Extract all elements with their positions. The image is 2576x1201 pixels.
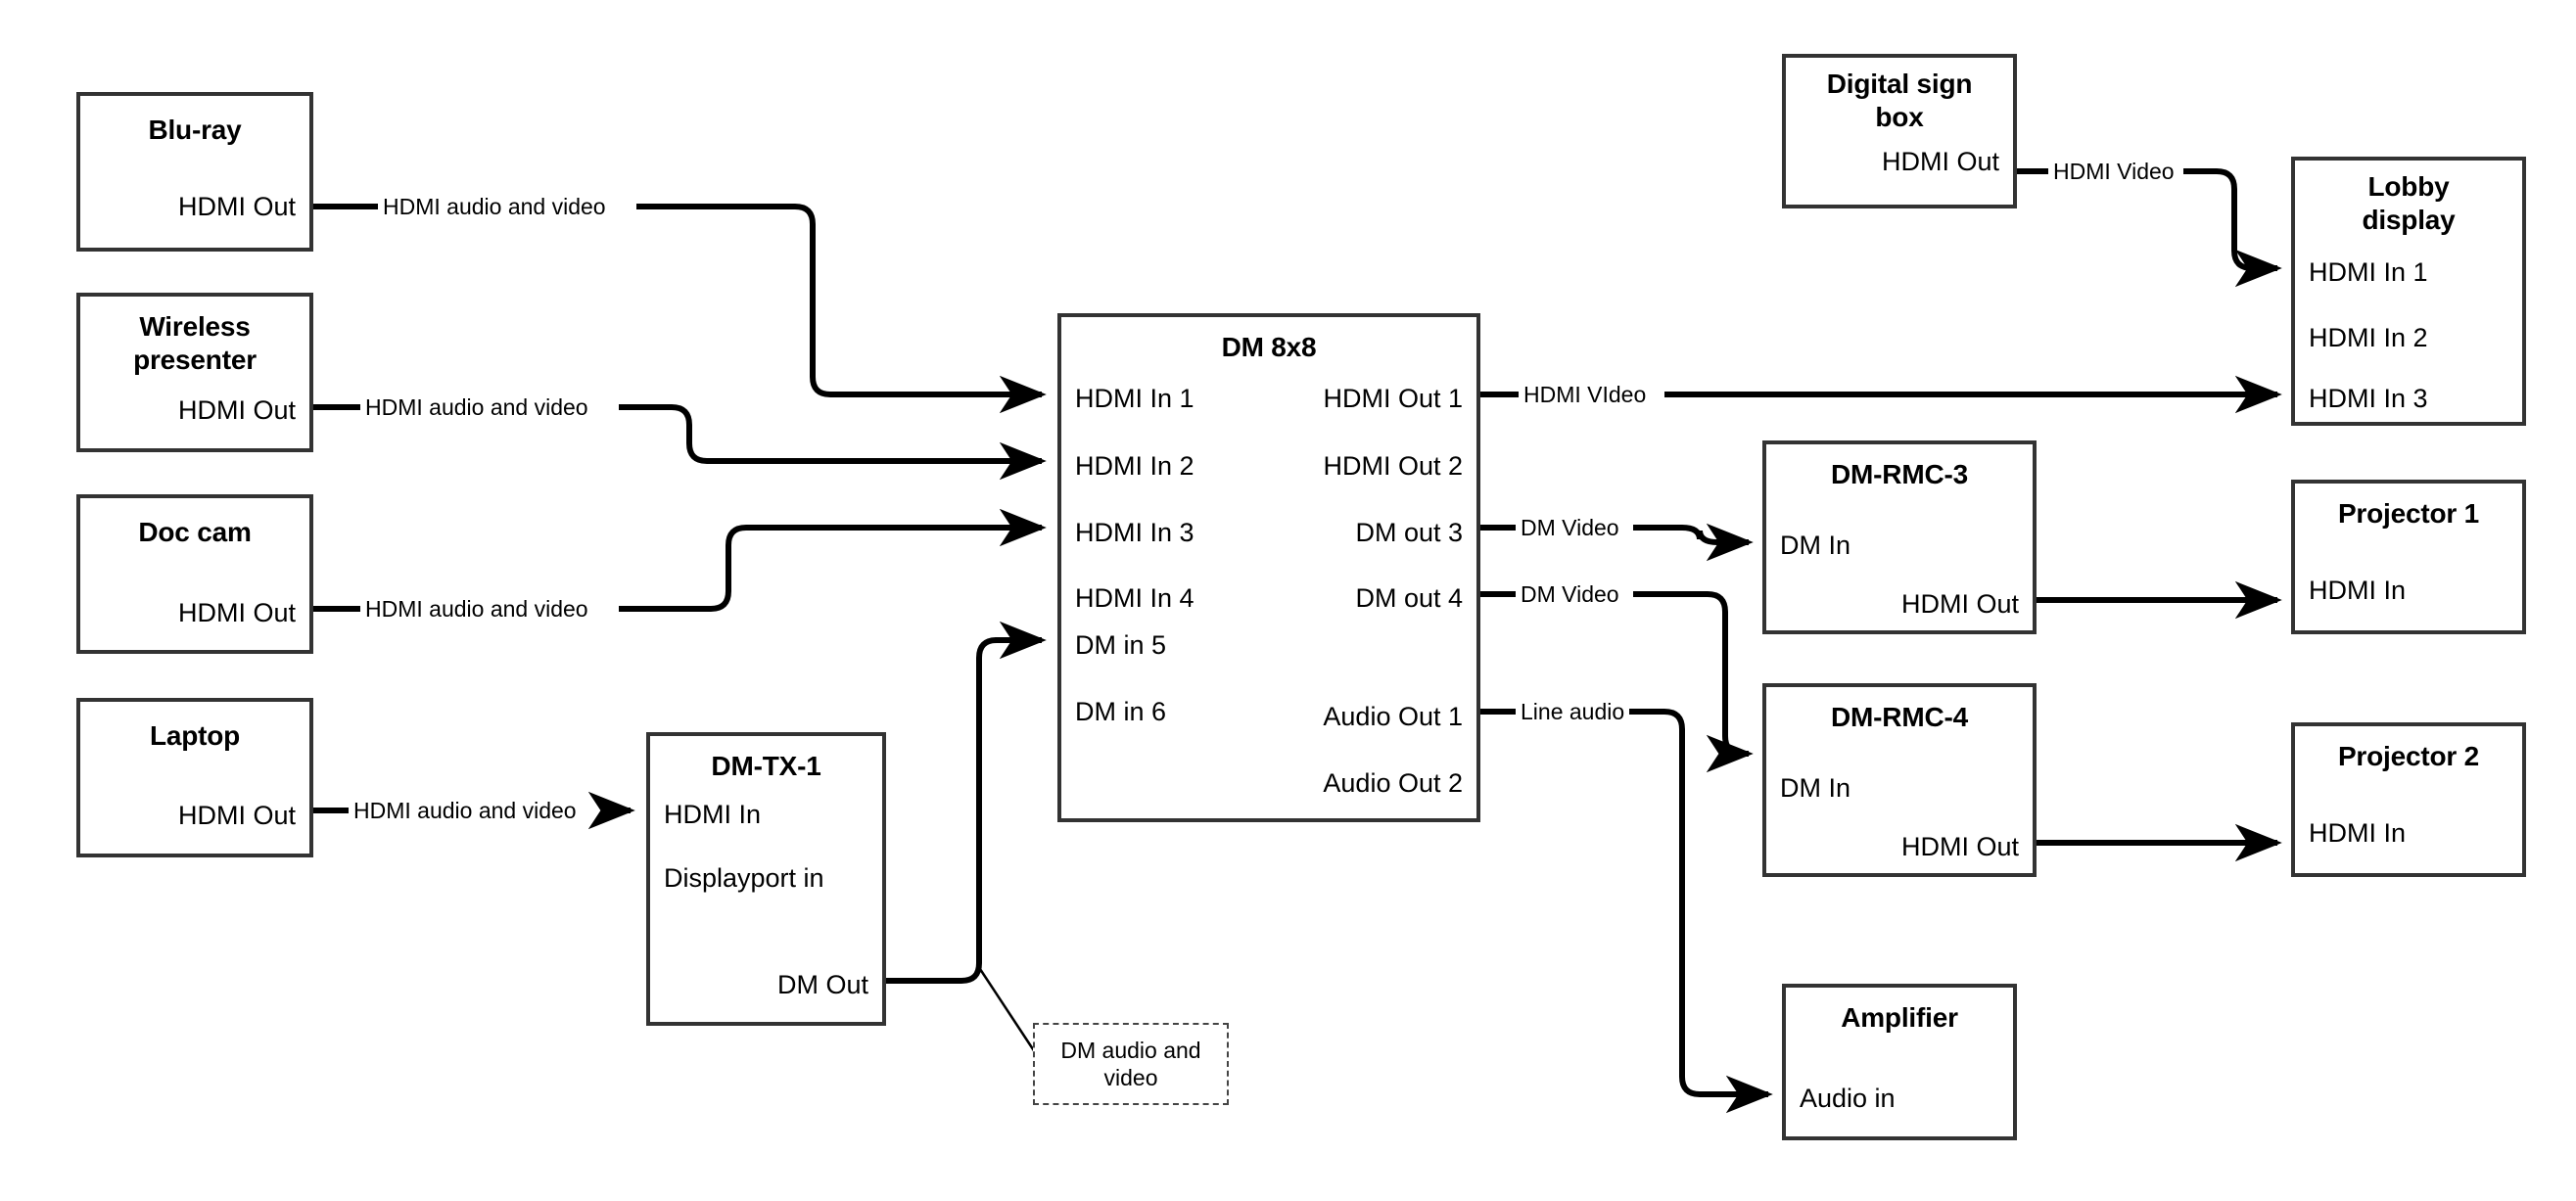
node-bluray-title: Blu-ray	[148, 115, 242, 145]
node-projector-2[interactable]: Projector 2 HDMI In	[2291, 722, 2526, 877]
node-dm-rmc-3-port-hdmi-out: HDMI Out	[1900, 589, 2019, 619]
node-dm-tx-1-port-displayport-in: Displayport in	[664, 863, 824, 893]
node-dm-tx-1-port-dm-out: DM Out	[776, 970, 868, 999]
node-dm-rmc-3-port-dm-in: DM In	[1780, 531, 1851, 560]
node-wireless-presenter-port-hdmi-out: HDMI Out	[177, 395, 296, 425]
wire-dmtx1-to-dm-in-5	[886, 621, 1047, 984]
node-projector-1-port-hdmi-in: HDMI In	[2309, 576, 2407, 605]
node-dm-8x8-title: DM 8x8	[1221, 332, 1317, 362]
node-bluray[interactable]: Blu-ray HDMI Out	[76, 92, 313, 252]
node-dm-8x8-input-dm-in-6: DM in 6	[1075, 697, 1167, 726]
node-dm-tx-1-port-hdmi-in: HDMI In	[664, 800, 762, 829]
node-amplifier-port-audio-in: Audio in	[1800, 1084, 1896, 1113]
node-dm-8x8-input-hdmi-in-1: HDMI In 1	[1075, 384, 1194, 413]
wire-dm-audioout1-to-amplifier	[1480, 709, 1768, 1094]
leader-line-dm-note	[978, 968, 1039, 1056]
node-digital-sign-box-port-hdmi-out: HDMI Out	[1881, 147, 1999, 176]
node-doc-cam-port-hdmi-out: HDMI Out	[177, 598, 296, 627]
node-dm-tx-1-title: DM-TX-1	[711, 751, 821, 781]
node-projector-2-port-hdmi-in: HDMI In	[2309, 818, 2407, 848]
note-dm-audio-and-video: DM audio and video	[1033, 1023, 1229, 1105]
node-laptop-title: Laptop	[149, 720, 241, 751]
node-projector-1-title: Projector 1	[2337, 498, 2480, 529]
node-dm-8x8-output-dm-out-3: DM out 3	[1355, 518, 1463, 547]
wire-bluray-to-dm-hdmi-in-1	[313, 204, 1042, 394]
node-digital-sign-box[interactable]: Digital sign box HDMI Out	[1782, 54, 2017, 208]
node-dm-8x8-output-dm-out-4: DM out 4	[1355, 583, 1463, 613]
node-dm-8x8-input-hdmi-in-3: HDMI In 3	[1075, 518, 1194, 547]
node-dm-rmc-3-title: DM-RMC-3	[1831, 459, 1968, 489]
node-dm-rmc-4-port-dm-in: DM In	[1780, 773, 1851, 803]
node-lobby-display-input-hdmi-in-3: HDMI In 3	[2309, 384, 2428, 413]
node-doc-cam-title: Doc cam	[138, 517, 252, 547]
node-laptop[interactable]: Laptop HDMI Out	[76, 698, 313, 857]
wire-label-dm-hdmi-out-1: HDMI VIdeo	[1519, 382, 1652, 407]
node-amplifier-title: Amplifier	[1841, 1002, 1958, 1033]
wire-label-laptop-to-dmtx1: HDMI audio and video	[349, 798, 582, 823]
node-bluray-port-hdmi-out: HDMI Out	[177, 192, 296, 221]
wire-sign-to-lobby-hdmi-in-1	[2017, 168, 2277, 268]
node-dm-rmc-3[interactable]: DM-RMC-3 DM In HDMI Out	[1762, 440, 2037, 634]
wire-label-doccam-to-dm: HDMI audio and video	[360, 596, 593, 622]
node-dm-8x8-output-audio-out-2: Audio Out 2	[1323, 768, 1463, 798]
node-dm-8x8-input-hdmi-in-4: HDMI In 4	[1075, 583, 1194, 613]
node-doc-cam[interactable]: Doc cam HDMI Out	[76, 494, 313, 654]
node-dm-rmc-4-title: DM-RMC-4	[1831, 702, 1968, 732]
node-projector-2-title: Projector 2	[2337, 741, 2480, 771]
node-dm-8x8-output-audio-out-1: Audio Out 1	[1323, 702, 1463, 731]
node-lobby-display-title: Lobby display	[2362, 171, 2456, 235]
node-dm-8x8-input-dm-in-5: DM in 5	[1075, 630, 1167, 660]
wire-label-audio-out-1: Line audio	[1516, 699, 1630, 724]
node-dm-tx-1[interactable]: DM-TX-1 HDMI In Displayport in DM Out	[646, 732, 886, 1026]
node-laptop-port-hdmi-out: HDMI Out	[177, 801, 296, 830]
node-dm-rmc-4-port-hdmi-out: HDMI Out	[1900, 832, 2019, 861]
wire-label-bluray-to-dm: HDMI audio and video	[378, 194, 611, 219]
wire-dm-dmout4-to-dmrmc4	[1480, 591, 1749, 754]
wire-label-wireless-to-dm: HDMI audio and video	[360, 394, 593, 420]
wire-label-sign-to-lobby: HDMI Video	[2048, 159, 2179, 184]
node-dm-rmc-4[interactable]: DM-RMC-4 DM In HDMI Out	[1762, 683, 2037, 877]
node-wireless-presenter[interactable]: Wireless presenter HDMI Out	[76, 293, 313, 452]
node-lobby-display[interactable]: Lobby display HDMI In 1 HDMI In 2 HDMI I…	[2291, 157, 2526, 426]
node-amplifier[interactable]: Amplifier Audio in	[1782, 984, 2017, 1140]
node-wireless-presenter-title: Wireless presenter	[133, 311, 257, 375]
node-dm-8x8-output-hdmi-out-2: HDMI Out 2	[1323, 451, 1463, 481]
node-lobby-display-input-hdmi-in-2: HDMI In 2	[2309, 323, 2428, 352]
node-projector-1[interactable]: Projector 1 HDMI In	[2291, 480, 2526, 634]
node-dm-8x8-output-hdmi-out-1: HDMI Out 1	[1323, 384, 1463, 413]
node-digital-sign-box-title: Digital sign box	[1826, 69, 1973, 132]
wire-label-dm-out-3: DM Video	[1516, 515, 1624, 540]
node-dm-8x8-input-hdmi-in-2: HDMI In 2	[1075, 451, 1194, 481]
node-dm-8x8[interactable]: DM 8x8 HDMI In 1 HDMI In 2 HDMI In 3 HDM…	[1057, 313, 1480, 822]
node-lobby-display-input-hdmi-in-1: HDMI In 1	[2309, 257, 2428, 287]
wire-label-dm-out-4: DM Video	[1516, 581, 1624, 607]
